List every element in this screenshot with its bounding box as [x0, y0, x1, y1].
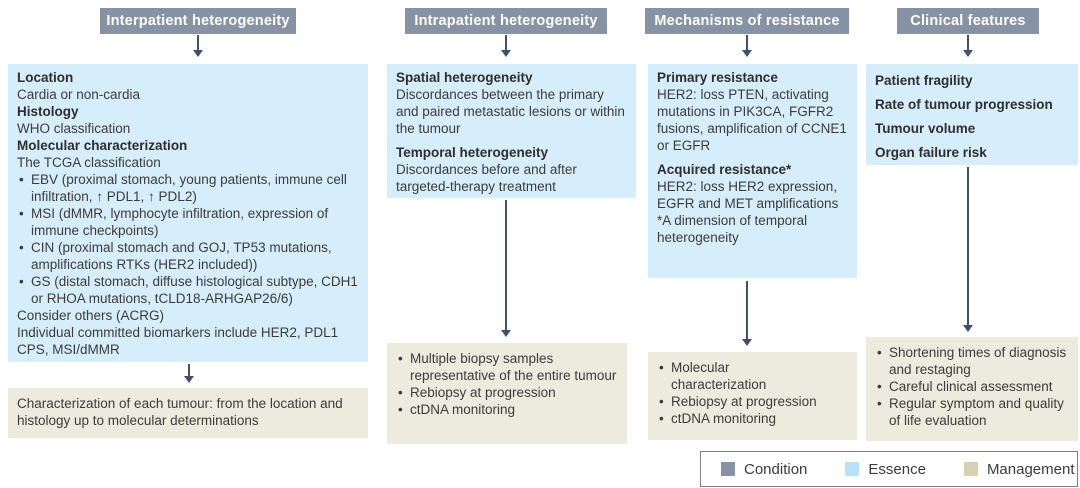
- text-line: Tumour volume: [875, 121, 976, 136]
- text-line: Location: [17, 70, 74, 85]
- essence-swatch-icon: [845, 462, 860, 476]
- legend-item-essence: Essence: [845, 461, 926, 478]
- text-line: Primary resistance: [657, 70, 778, 85]
- bullet-item: GS (distal stomach, diffuse histological…: [17, 273, 359, 307]
- management-box-intrapatient: Multiple biopsy samples representative o…: [387, 343, 627, 444]
- text-line: Consider others (ACRG): [17, 308, 165, 323]
- down-arrow-icon: [963, 35, 973, 57]
- bullet-item: Rebiopsy at progression: [657, 393, 848, 410]
- condition-box-clinical: Clinical features: [897, 8, 1039, 34]
- text-line: Histology: [17, 104, 79, 119]
- legend-item-condition: Condition: [721, 461, 807, 478]
- bullet-item: Shortening times of diagnosis and restag…: [875, 344, 1069, 378]
- legend-label: Condition: [744, 460, 808, 478]
- management-swatch-icon: [963, 462, 978, 476]
- legend-label: Essence: [868, 460, 926, 478]
- condition-label: Interpatient heterogeneity: [106, 13, 290, 29]
- text-line: Molecular characterization: [17, 138, 188, 153]
- management-box-clinical: Shortening times of diagnosis and restag…: [866, 337, 1078, 441]
- condition-box-resistance: Mechanisms of resistance: [645, 8, 849, 34]
- bullet-item: EBV (proximal stomach, young patients, i…: [17, 171, 359, 205]
- text-line: The TCGA classification: [17, 155, 161, 170]
- down-arrow-icon: [742, 35, 752, 57]
- bullet-item: Multiple biopsy samples representative o…: [396, 350, 618, 384]
- management-box-interpatient: Characterization of each tumour: from th…: [8, 388, 368, 438]
- text-line: HER2: loss HER2 expression, EGFR and MET…: [657, 179, 839, 245]
- text-line: Temporal heterogeneity: [396, 145, 549, 160]
- down-arrow-icon: [963, 167, 973, 332]
- management-box-resistance: Molecular characterizationRebiopsy at pr…: [648, 352, 857, 440]
- text-line: Rate of tumour progression: [875, 97, 1053, 112]
- bullet-item: Careful clinical assessment: [875, 378, 1069, 395]
- down-arrow-icon: [193, 35, 203, 57]
- down-arrow-icon: [501, 200, 511, 337]
- down-arrow-icon: [184, 364, 194, 383]
- bullet-item: MSI (dMMR, lymphocyte infiltration, expr…: [17, 205, 359, 239]
- text-line: WHO classification: [17, 121, 131, 136]
- text-line: Acquired resistance*: [657, 162, 792, 177]
- bullet-item: Molecular characterization: [657, 359, 848, 393]
- legend: Condition Essence Management: [700, 451, 1078, 487]
- condition-swatch-icon: [721, 462, 735, 476]
- bullet-item: ctDNA monitoring: [396, 401, 618, 418]
- condition-label: Mechanisms of resistance: [654, 13, 840, 29]
- text-line: Discordances before and after targeted-t…: [396, 162, 577, 194]
- text-line: Discordances between the primary and pai…: [396, 87, 625, 136]
- condition-box-intrapatient: Intrapatient heterogeneity: [405, 8, 607, 34]
- bullet-item: ctDNA monitoring: [657, 410, 848, 427]
- text-line: HER2: loss PTEN, activating mutations in…: [657, 87, 847, 153]
- text-line: Patient fragility: [875, 73, 973, 88]
- condition-label: Clinical features: [910, 13, 1026, 29]
- legend-item-management: Management: [963, 460, 1075, 478]
- text-line: Individual committed biomarkers include …: [17, 325, 339, 357]
- text-line: Spatial heterogeneity: [396, 70, 533, 85]
- text-line: Organ failure risk: [875, 145, 987, 160]
- text-line: Cardia or non-cardia: [17, 87, 141, 102]
- down-arrow-icon: [501, 35, 511, 57]
- bullet-item: Rebiopsy at progression: [396, 384, 618, 401]
- legend-label: Management: [986, 460, 1075, 478]
- bullet-item: Regular symptom and quality of life eval…: [875, 395, 1069, 429]
- condition-box-interpatient: Interpatient heterogeneity: [100, 8, 296, 34]
- text-line: Characterization of each tumour: from th…: [17, 396, 343, 428]
- down-arrow-icon: [742, 281, 752, 346]
- bullet-item: CIN (proximal stomach and GOJ, TP53 muta…: [17, 239, 359, 273]
- condition-label: Intrapatient heterogeneity: [414, 13, 598, 29]
